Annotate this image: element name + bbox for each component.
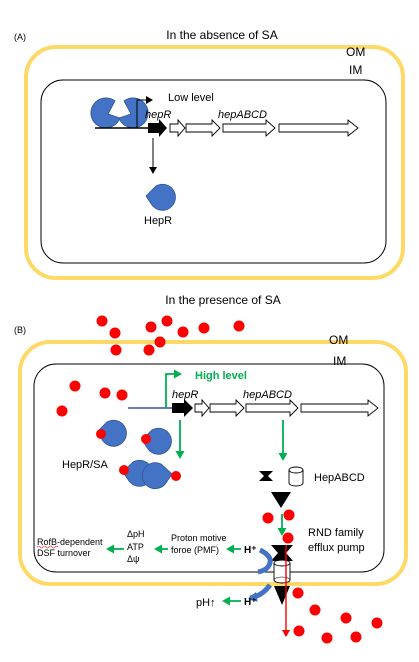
sa-molecule [171, 471, 181, 481]
pump-label-line2: efflux pump [308, 542, 365, 554]
hepA-gene [169, 118, 186, 138]
om-label: OM [346, 45, 365, 59]
hepr-dimer-right [118, 97, 149, 129]
sa-molecule [262, 512, 274, 524]
proton-flow-top [257, 547, 273, 575]
transcription-start-arrow [136, 96, 153, 128]
high-level-arrow [165, 369, 182, 408]
hepabcd-gene-label: hepABCD [218, 109, 267, 121]
hepB-gene [209, 398, 245, 418]
sa-molecules-outside [96, 315, 245, 356]
hepr-protein-label: HepR [144, 215, 172, 227]
sa-molecule [99, 387, 111, 399]
sa-molecules-inside [56, 380, 128, 417]
h-plus-inside-label: H⁺ [244, 545, 257, 556]
atp-label: ATP [127, 542, 144, 552]
pmf-label-line1: Proton motive [171, 533, 227, 543]
sa-molecule [340, 612, 352, 624]
sa-molecule [56, 405, 68, 417]
hepA-gene [194, 398, 210, 418]
sa-molecule [143, 344, 155, 356]
hepr-sa-label: HepR/SA [62, 459, 109, 471]
im-label: IM [333, 354, 346, 368]
delta-ph-label: ΔpH [127, 529, 145, 539]
sa-molecule [161, 315, 173, 327]
h-plus-outside-label: H⁺ [244, 597, 257, 608]
sa-molecule [292, 587, 304, 599]
panel-b-title: In the presence of SA [165, 293, 280, 307]
outer-membrane [24, 45, 405, 280]
sa-molecule [283, 509, 295, 521]
hepr-gene [172, 399, 193, 417]
proton-flow-bottom [248, 583, 273, 602]
hepr-dimer-left [90, 97, 121, 129]
sa-molecule [116, 389, 128, 401]
inner-membrane [33, 363, 385, 573]
panel-a-title: In the absence of SA [166, 28, 277, 42]
low-level-label: Low level [168, 92, 214, 104]
hepr-gene-label: hepR [145, 109, 171, 121]
sa-molecules-exported [292, 587, 383, 644]
outer-membrane [18, 340, 408, 586]
hepc-cylinder [288, 466, 304, 487]
rofb-label-line2: DSF turnover [37, 548, 91, 558]
sa-molecule [119, 465, 129, 475]
rofb-label-line1: RofB-dependent [37, 537, 103, 547]
sa-molecule [141, 434, 151, 444]
pump-inner-component [271, 545, 293, 561]
pump-outer-component [274, 586, 290, 605]
pmf-label-line2: foroe (PMF) [171, 545, 219, 555]
sa-molecule [233, 320, 245, 332]
pump-label-line1: RND family [308, 527, 364, 539]
hepr-gene-label: hepR [172, 389, 198, 401]
delta-psi-label: Δψ [127, 554, 139, 564]
hepr-gene [148, 119, 167, 137]
sa-molecule [177, 326, 189, 338]
panel-b-label: (B) [14, 325, 26, 335]
hepb-component [259, 471, 273, 481]
hepr-protein [145, 183, 176, 211]
hepabcd-protein-label: HepABCD [314, 472, 365, 484]
hepD-gene [278, 119, 359, 137]
ph-up-label: pH↑ [196, 597, 216, 609]
panel-a: (A) In the absence of SA OM IM Low level… [14, 28, 405, 280]
sa-molecule [350, 631, 362, 643]
sa-molecule [96, 315, 108, 327]
sa-molecule [282, 532, 294, 544]
panel-b: In the presence of SA (B) OM IM [14, 293, 408, 644]
sa-molecule [198, 322, 210, 334]
hepa-component [271, 492, 291, 508]
rnd-efflux-pump [271, 545, 293, 605]
sa-molecule [309, 604, 321, 616]
sa-molecule [110, 344, 122, 356]
hepr-sa-complex [141, 462, 173, 490]
sa-molecule [109, 327, 121, 339]
spellcheck-underline [36, 545, 59, 549]
hepC-gene [222, 118, 276, 138]
hepr-sa-complex [141, 427, 172, 455]
sa-molecule [321, 632, 333, 644]
sa-molecule [69, 380, 81, 392]
om-label: OM [329, 333, 348, 347]
hepB-gene [185, 118, 221, 138]
hepr-sa-bound-promoter [96, 419, 127, 447]
hepD-gene [300, 399, 379, 417]
sa-molecule [371, 617, 383, 629]
sa-molecule [96, 429, 106, 439]
inner-membrane [40, 79, 387, 264]
sa-molecule [293, 625, 305, 637]
hepabcd-gene-label: hepABCD [243, 389, 292, 401]
hepC-gene [245, 398, 299, 418]
sa-molecule [145, 321, 157, 333]
panel-a-label: (A) [14, 32, 26, 42]
sa-molecule [154, 336, 166, 348]
high-level-label: High level [195, 370, 247, 382]
im-label: IM [349, 63, 362, 77]
